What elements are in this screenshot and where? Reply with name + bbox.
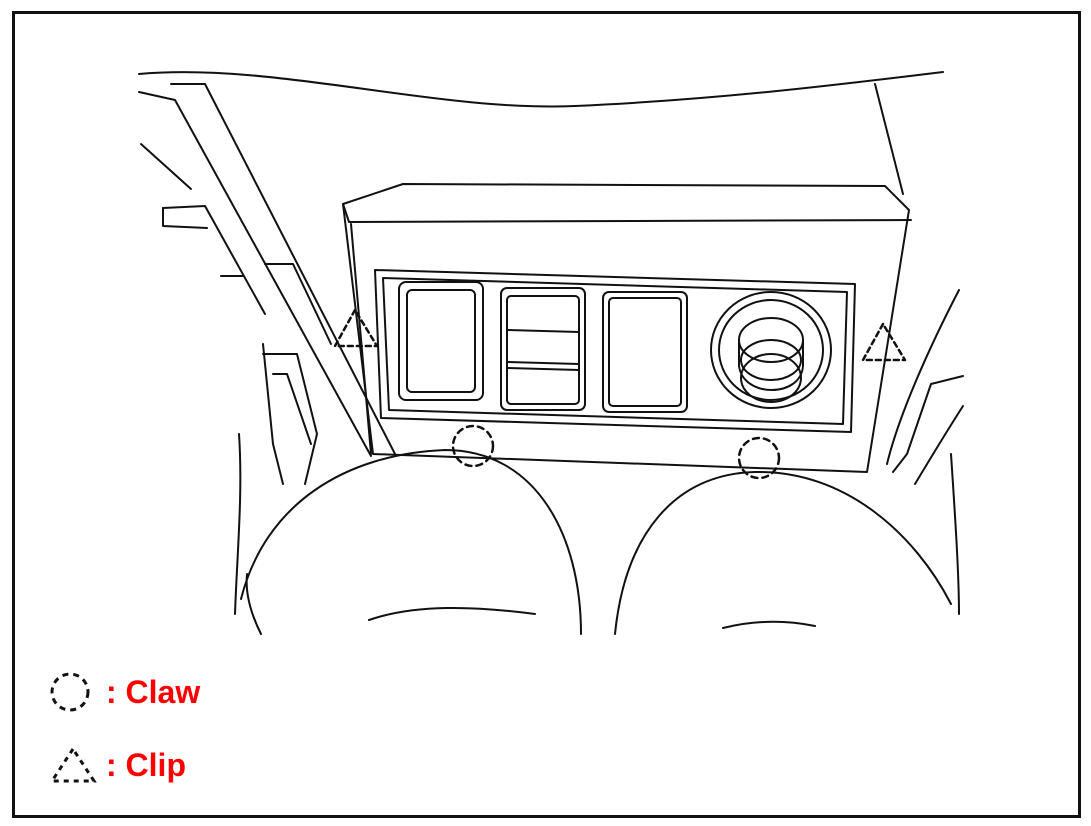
clip-marker-right bbox=[861, 322, 907, 362]
left-trim bbox=[138, 83, 396, 615]
right-trim bbox=[886, 289, 964, 615]
legend-claw: : Claw bbox=[48, 670, 200, 714]
clip-markers bbox=[333, 308, 907, 362]
switch-blank-2 bbox=[602, 291, 688, 413]
claw-marker-left bbox=[451, 424, 495, 468]
dashboard-top-contour bbox=[138, 71, 944, 108]
switch-panel-housing bbox=[342, 183, 912, 473]
dashboard-right-edge bbox=[874, 83, 904, 195]
switch-panel-illustration bbox=[138, 71, 964, 635]
diagram-frame: : Claw : Clip bbox=[12, 11, 1081, 818]
gauge-hoods bbox=[240, 449, 952, 635]
dashed-triangle-icon bbox=[49, 746, 97, 783]
clip-marker-left bbox=[333, 308, 379, 348]
dashed-circle-icon bbox=[50, 672, 90, 712]
switch-blank-1 bbox=[398, 281, 484, 401]
claw-markers bbox=[451, 424, 781, 480]
rotary-knob bbox=[710, 291, 832, 409]
claw-marker-right bbox=[737, 436, 781, 480]
legend-claw-label: : Claw bbox=[106, 673, 201, 710]
legend-clip: : Clip bbox=[48, 745, 186, 785]
switch-stacked bbox=[500, 287, 586, 411]
legend-clip-label: : Clip bbox=[106, 746, 186, 783]
